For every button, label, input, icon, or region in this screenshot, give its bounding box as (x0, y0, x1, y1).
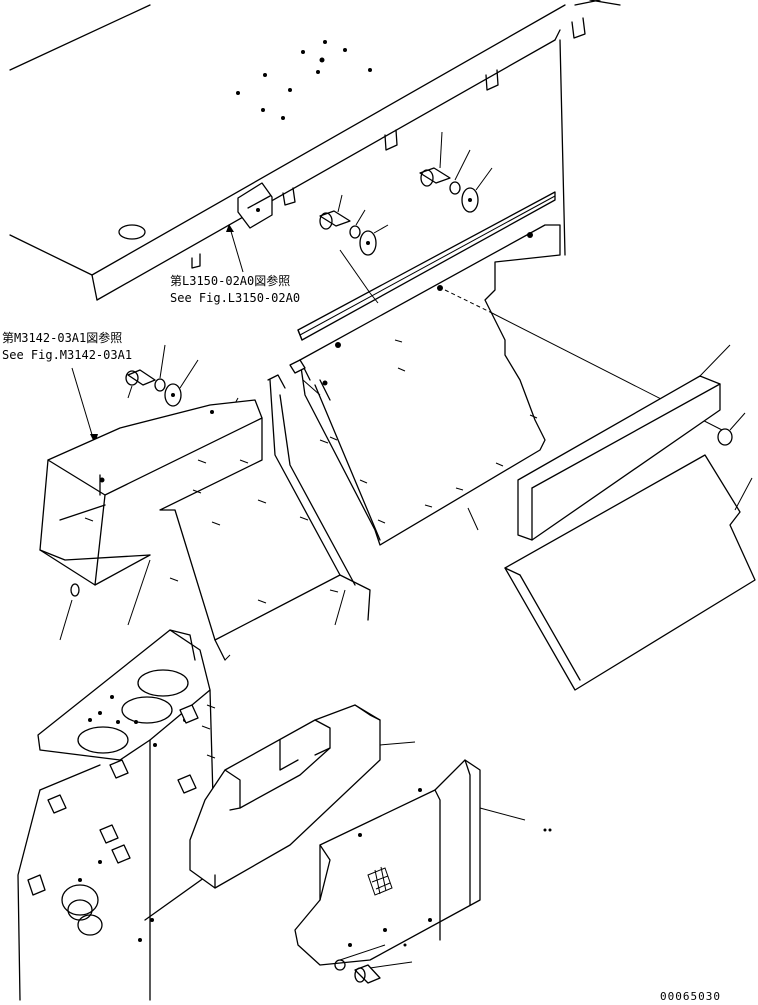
floor-plate (9, 0, 621, 301)
side-panel (289, 224, 723, 546)
access-cover (294, 759, 552, 966)
upper-reference-en: See Fig.L3150-02A0 (170, 291, 300, 305)
upper-reference: 第L3150-02A0図参照 See Fig.L3150-02A0 (170, 224, 300, 305)
bolt-set-upper-middle (319, 194, 389, 256)
bolt-set-upper-right (419, 131, 493, 213)
upper-reference-jp: 第L3150-02A0図参照 (170, 273, 290, 288)
grill-icon (367, 866, 393, 896)
left-reference-en: See Fig.M3142-03A1 (2, 348, 132, 362)
box-cover (189, 704, 416, 889)
rubber-block (517, 344, 746, 541)
lower-frame (17, 629, 216, 1001)
drawing-code: 00065030 (660, 990, 721, 1003)
floor-holes (236, 40, 372, 120)
duct-cover (39, 374, 371, 661)
bolt-set-bottom (334, 943, 413, 984)
left-reference: 第M3142-03A1図参照 See Fig.M3142-03A1 (2, 330, 132, 444)
left-reference-jp: 第M3142-03A1図参照 (2, 330, 122, 345)
floor-mat (504, 454, 756, 691)
rail-strip (297, 191, 556, 341)
